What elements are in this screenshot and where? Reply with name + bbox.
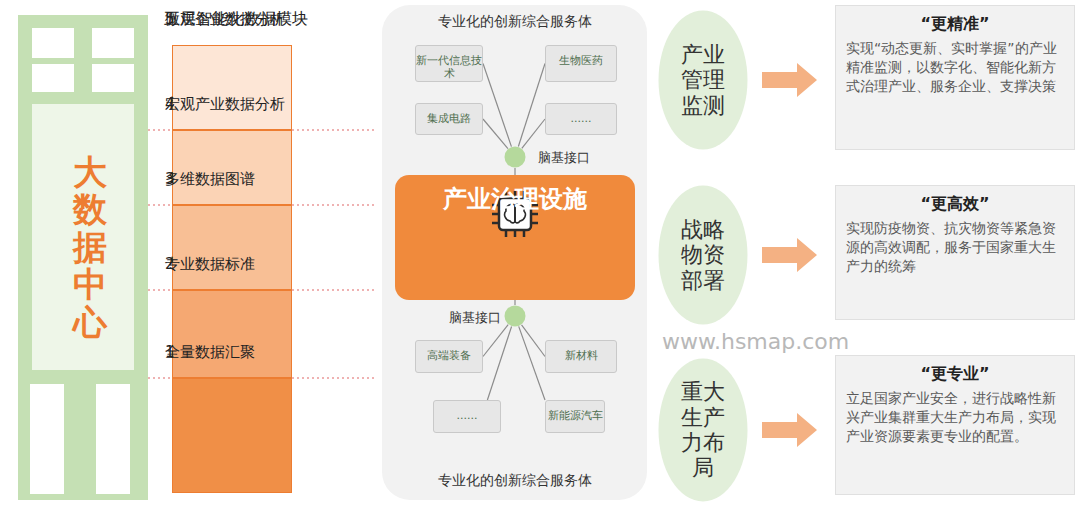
connector-line xyxy=(518,64,545,147)
industry-box: 新一代信息技术 xyxy=(415,45,483,82)
connector-line xyxy=(483,64,511,147)
connector-line xyxy=(522,325,545,357)
data-layer-box: 5微观企业数据分析 xyxy=(172,45,292,130)
data-layer-box: 2专业数据标准 xyxy=(172,290,292,378)
core-box: 产业治理设施 xyxy=(395,175,635,300)
ellipse-outline xyxy=(504,305,526,327)
node-body-text: 全量数据汇聚 xyxy=(165,343,230,363)
connector-line xyxy=(519,326,545,400)
watermark: www.hsmap.com xyxy=(662,329,849,354)
service-panel: 专业化的创新综合服务体专业化的创新综合服务体新一代信息技术生物医药集成电路...… xyxy=(382,5,647,500)
ellipse-shape xyxy=(659,359,748,502)
node-text: 新一代信息技术 xyxy=(416,54,482,80)
industry-box: 高端装备 xyxy=(415,340,483,373)
node-body-text: 微观企业数据分析 xyxy=(165,10,230,30)
node-text: “更精准” xyxy=(846,14,1064,35)
building-outline xyxy=(18,15,148,500)
node-text: 重大生产力布局 xyxy=(681,379,725,480)
ellipse-outline xyxy=(504,146,526,168)
industry-box: 新能源汽车 xyxy=(545,400,605,433)
node-body-text: 多维数据图谱 xyxy=(165,170,230,190)
function-ellipse: 重大生产力布局 xyxy=(658,358,748,502)
node-text: ...... xyxy=(546,112,616,125)
industry-box: 新材料 xyxy=(545,340,617,373)
data-layer-box: 3多维数据图谱 xyxy=(172,205,292,290)
interface-dot: 脑基接口 xyxy=(504,146,526,168)
ellipse-shape xyxy=(505,147,526,168)
building-label-box: 大数据中心 xyxy=(55,140,125,355)
node-body-text: 实现“动态更新、实时掌握”的产业精准监测，以数字化、智能化新方式治理产业、服务企… xyxy=(846,39,1064,96)
node-body-text: 立足国家产业安全，进行战略性新兴产业集群重大生产力布局，实现产业资源要素更专业的… xyxy=(846,389,1064,446)
node-body-text: 专业化的创新综合服务体 xyxy=(382,472,647,490)
data-layer-box: 1全量数据汇聚 xyxy=(172,378,292,493)
benefit-box: “更精准” 实现“动态更新、实时掌握”的产业精准监测，以数字化、智能化新方式治理产… xyxy=(835,5,1075,150)
node-body-text: 实现防疫物资、抗灾物资等紧急资源的高效调配，服务于国家重大生产力的统筹 xyxy=(846,219,1064,276)
data-layer-box: 4宏观产业数据分析 xyxy=(172,130,292,205)
ellipse-shape xyxy=(505,306,526,327)
block-arrow xyxy=(762,63,817,97)
industry-box: ...... xyxy=(545,103,617,135)
connector-line xyxy=(487,326,511,400)
node-text: 高端装备 xyxy=(416,349,482,362)
node-text: 脑基接口 xyxy=(424,309,526,327)
layer-divider-dotted xyxy=(148,130,375,378)
function-ellipse: 战略物资部署 xyxy=(658,185,748,325)
node-text: 新材料 xyxy=(546,349,616,362)
node-body-text: 专业数据标准 xyxy=(165,255,230,275)
function-ellipse: 产业管理监测 xyxy=(658,10,748,150)
node-text: ...... xyxy=(434,409,500,422)
layer-stack: 五层智能化数据模块5微观企业数据分析4宏观产业数据分析3多维数据图谱2专业数据标… xyxy=(172,45,292,493)
node-text: 生物医药 xyxy=(546,54,616,67)
connector-line xyxy=(483,119,508,149)
industry-box: ...... xyxy=(433,400,501,433)
node-text: 产业治理设施 xyxy=(395,183,635,215)
node-text: “更高效” xyxy=(846,194,1064,215)
industry-box: 生物医药 xyxy=(545,45,617,82)
ellipse-shape xyxy=(659,186,748,325)
panel-ground xyxy=(382,5,647,500)
node-text: 集成电路 xyxy=(416,112,482,125)
connector-line xyxy=(514,168,515,175)
node-text: 大数据中心 xyxy=(73,154,107,341)
connector-line xyxy=(514,300,515,305)
ellipse-shape xyxy=(659,11,748,150)
connector-line xyxy=(483,325,508,357)
node-text: 专业化的创新综合服务体 xyxy=(382,13,647,31)
block-arrow xyxy=(762,413,817,447)
block-arrow xyxy=(762,238,817,272)
node-text: 产业管理监测 xyxy=(681,42,725,118)
benefit-box: “更高效” 实现防疫物资、抗灾物资等紧急资源的高效调配，服务于国家重大生产力的统筹 xyxy=(835,185,1075,320)
node-body-text: 宏观产业数据分析 xyxy=(165,95,230,115)
interface-dot: 脑基接口 xyxy=(504,305,526,327)
industry-box: 集成电路 xyxy=(415,103,483,135)
connector-line xyxy=(522,119,545,148)
node-text: 新能源汽车 xyxy=(546,409,604,422)
benefit-box: “更专业” 立足国家产业安全，进行战略性新兴产业集群重大生产力布局，实现产业资源要… xyxy=(835,355,1075,495)
node-text: “更专业” xyxy=(846,364,1064,385)
node-text: 战略物资部署 xyxy=(681,217,725,293)
core-box-fill xyxy=(395,175,635,300)
